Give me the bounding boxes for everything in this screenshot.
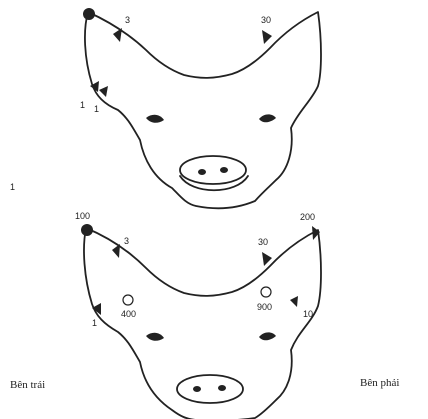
top-label-left-base-2: 1	[94, 104, 99, 114]
top-label-left-base-1: 1	[80, 100, 85, 110]
bottom-pig-head: 100 3 1 400 200 30 900 10	[75, 211, 321, 419]
bottom-pig-hole-right	[261, 287, 271, 297]
bottom-pig-eye-right	[259, 332, 276, 340]
top-pig-notch-right-tip	[262, 30, 272, 44]
top-pig-nostril-left	[198, 169, 206, 175]
top-pig-eye-left	[146, 115, 164, 123]
top-pig-outline	[85, 12, 321, 208]
top-label-left-tip: 3	[125, 15, 130, 25]
top-pig-tip-dot-left	[83, 8, 95, 20]
caption-right-side: Bên phải	[360, 377, 399, 389]
bottom-label-right-top: 200	[300, 212, 315, 222]
top-pig-notch-left-tip	[113, 28, 122, 42]
bottom-pig-notch-left-tip	[112, 244, 120, 258]
top-pig-head: 3 30 1 1	[80, 8, 321, 208]
bottom-label-left-hole: 400	[121, 309, 136, 319]
bottom-label-left-base: 1	[92, 318, 97, 328]
top-pig-snout	[180, 156, 248, 190]
bottom-pig-snout	[177, 375, 243, 403]
bottom-label-left-top: 100	[75, 211, 90, 221]
figure-marker: 1	[10, 182, 15, 192]
bottom-label-right-base: 10	[303, 309, 313, 319]
bottom-pig-nostril-left	[193, 386, 201, 392]
top-pig-nostril-right	[220, 167, 228, 173]
top-pig-notch-left-base-2	[99, 86, 108, 97]
top-pig-eye-right	[259, 114, 276, 122]
top-label-right-tip: 30	[261, 15, 271, 25]
bottom-pig-notch-right-tip	[262, 252, 272, 266]
bottom-label-right-hole: 900	[257, 302, 272, 312]
caption-left-side: Bên trái	[10, 379, 45, 391]
bottom-pig-notch-right-base	[290, 296, 298, 307]
bottom-label-left-tip: 3	[124, 236, 129, 246]
bottom-pig-hole-left	[123, 295, 133, 305]
bottom-pig-nostril-right	[218, 385, 226, 391]
bottom-label-right-tip: 30	[258, 237, 268, 247]
bottom-pig-outline	[84, 228, 321, 419]
bottom-pig-eye-left	[146, 333, 164, 341]
bottom-pig-tip-dot-left	[81, 224, 93, 236]
